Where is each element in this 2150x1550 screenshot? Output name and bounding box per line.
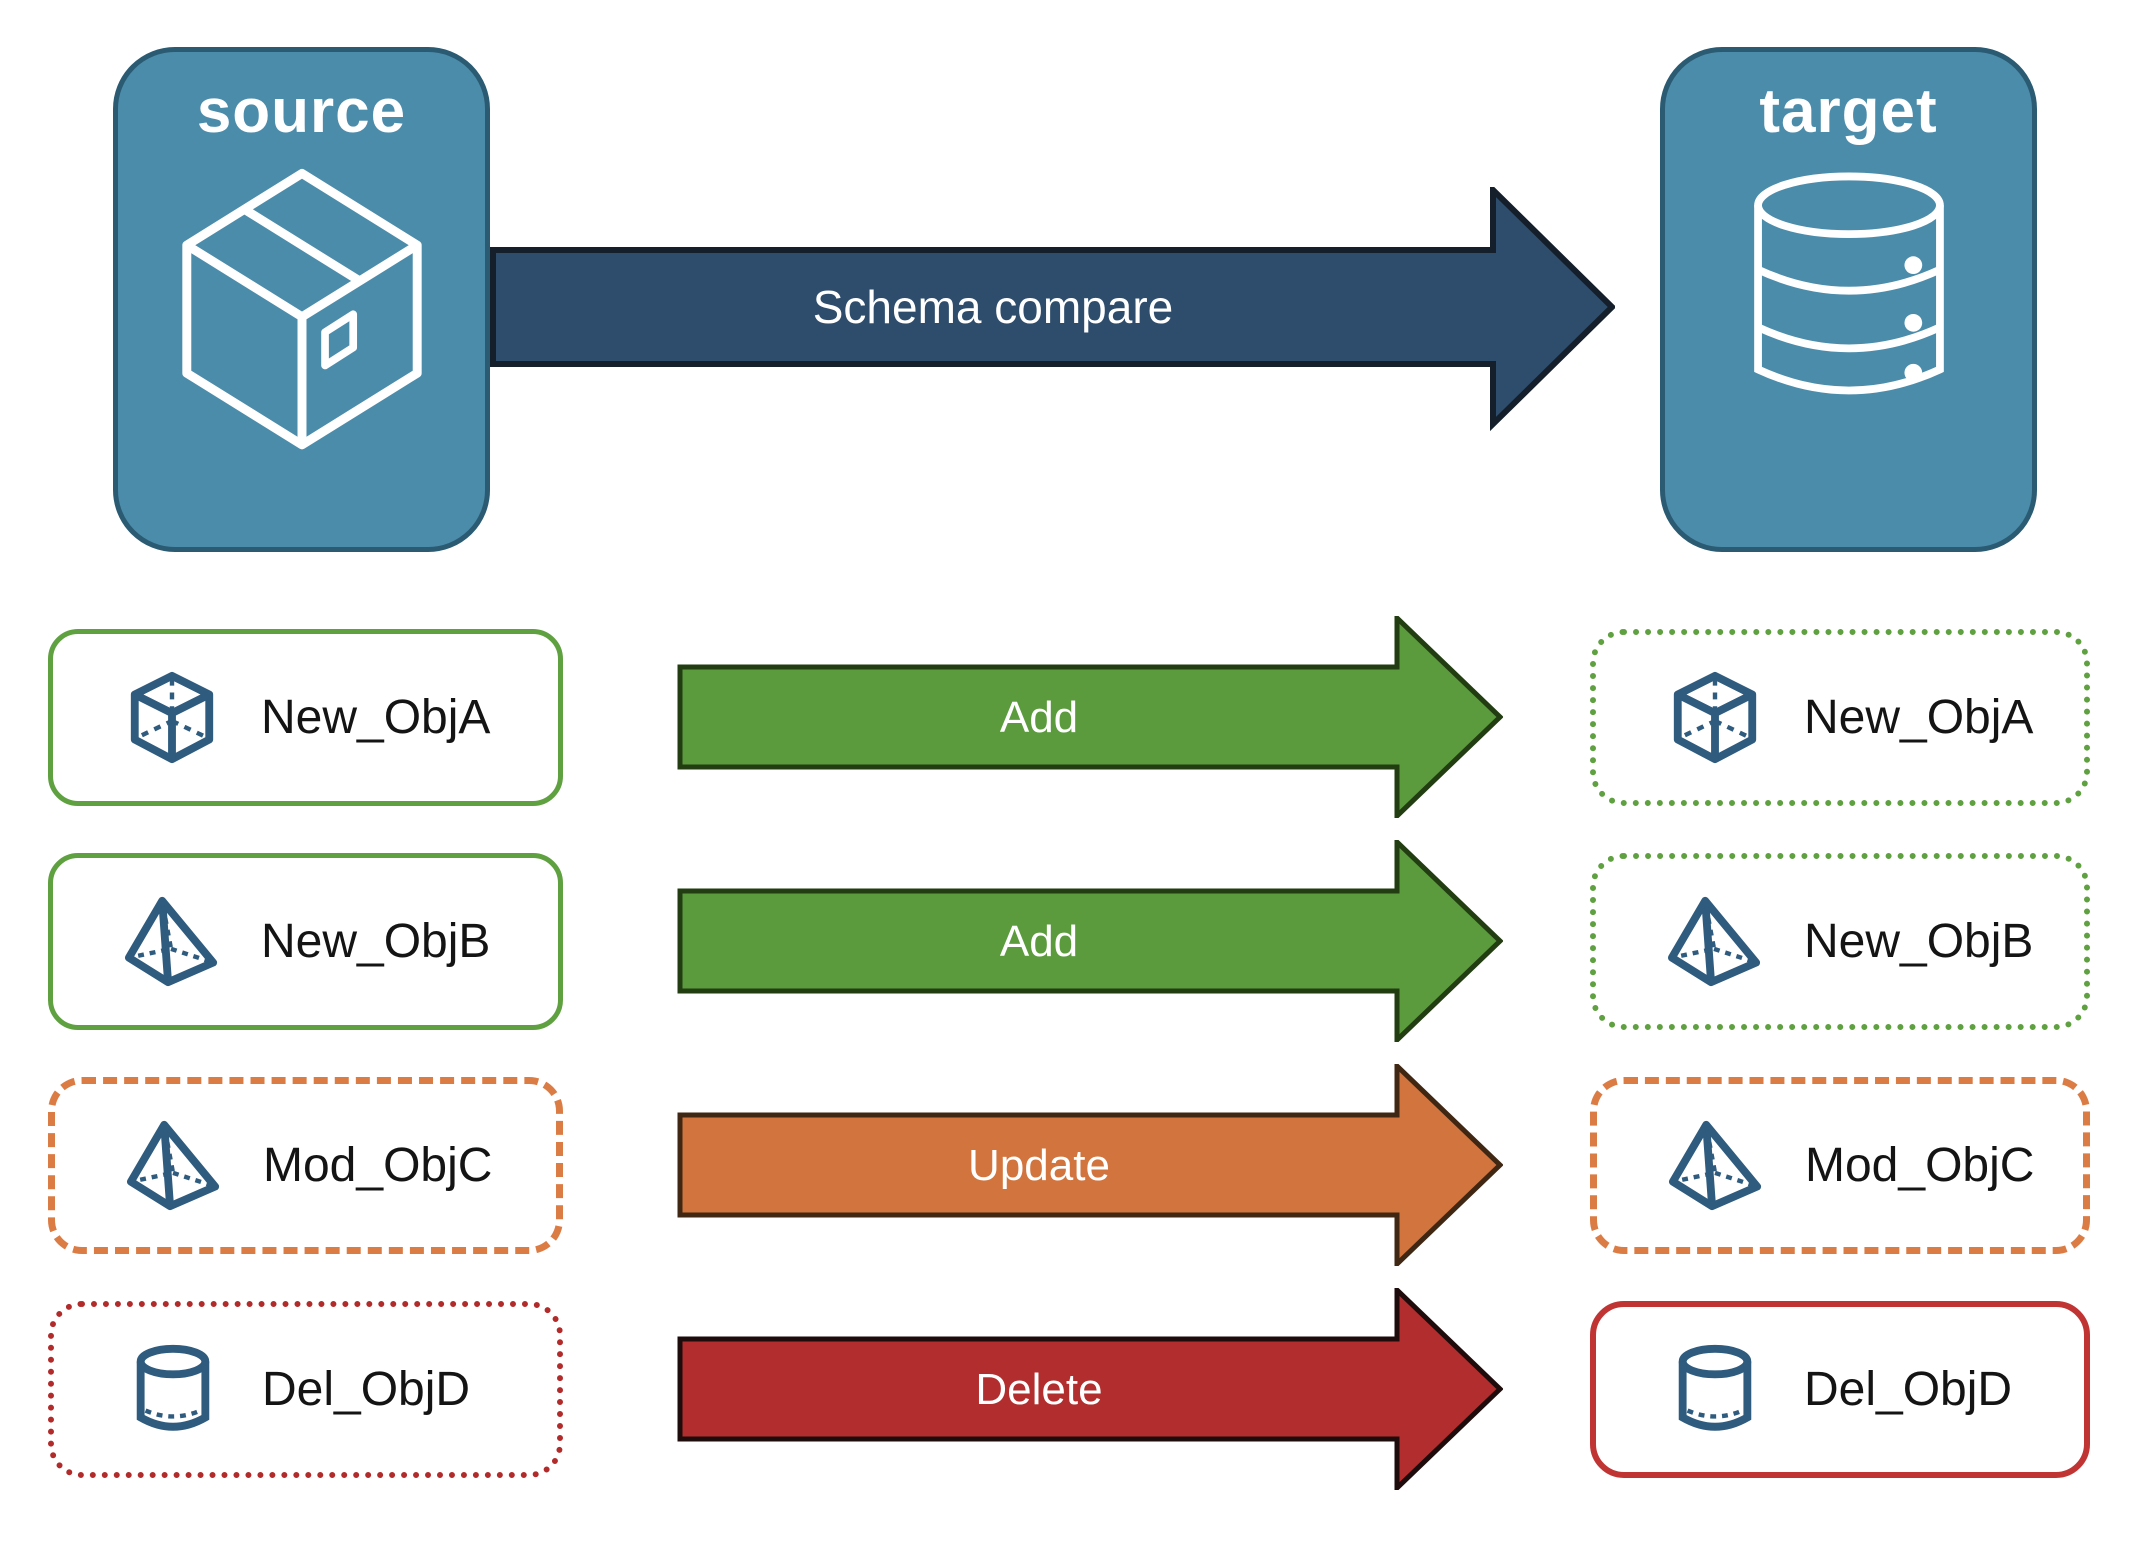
delete-arrow-label: Delete bbox=[975, 1365, 1102, 1414]
source-node: source bbox=[113, 47, 490, 552]
pyramid-icon bbox=[1667, 1117, 1765, 1215]
schema-compare-arrow-shape bbox=[490, 187, 1615, 432]
update-arrow-label: Update bbox=[968, 1141, 1110, 1190]
cube-icon bbox=[1666, 669, 1764, 767]
source-node-label: source bbox=[196, 77, 407, 146]
update-arrow-shape bbox=[677, 1064, 1503, 1266]
object-label: Del_ObjD bbox=[262, 1363, 471, 1416]
pyramid-icon bbox=[125, 1117, 223, 1215]
update-arrow: Update bbox=[677, 1064, 1503, 1266]
cube-icon bbox=[123, 669, 221, 767]
package-box-icon bbox=[174, 158, 430, 459]
add-arrow-shape bbox=[677, 616, 1503, 818]
target-object-card-mod-objc: Mod_ObjC bbox=[1590, 1077, 2090, 1254]
source-object-card-del-objd: Del_ObjD bbox=[48, 1301, 563, 1478]
target-node: target bbox=[1660, 47, 2037, 552]
object-label: New_ObjA bbox=[1804, 691, 2034, 744]
object-label: New_ObjA bbox=[261, 691, 491, 744]
object-label: Mod_ObjC bbox=[263, 1139, 493, 1192]
add-arrow-row1: Add bbox=[677, 616, 1503, 818]
schema-compare-arrow: Schema compare bbox=[490, 187, 1615, 432]
delete-arrow-shape bbox=[677, 1288, 1503, 1490]
pyramid-icon bbox=[123, 893, 221, 991]
add-arrow-row2: Add bbox=[677, 840, 1503, 1042]
add-arrow-label: Add bbox=[1000, 917, 1078, 966]
add-arrow-shape bbox=[677, 840, 1503, 1042]
delete-arrow: Delete bbox=[677, 1288, 1503, 1490]
source-object-card-mod-objc: Mod_ObjC bbox=[48, 1077, 563, 1254]
object-label: Mod_ObjC bbox=[1805, 1139, 2035, 1192]
target-object-card-del-objd: Del_ObjD bbox=[1590, 1301, 2090, 1478]
object-label: Del_ObjD bbox=[1804, 1363, 2013, 1416]
source-object-card-new-obja: New_ObjA bbox=[48, 629, 563, 806]
object-label: New_ObjB bbox=[261, 915, 491, 968]
target-object-card-new-obja: New_ObjA bbox=[1590, 629, 2090, 806]
object-label: New_ObjB bbox=[1804, 915, 2034, 968]
target-node-label: target bbox=[1759, 77, 1938, 146]
source-object-card-new-objb: New_ObjB bbox=[48, 853, 563, 1030]
pyramid-icon bbox=[1666, 893, 1764, 991]
add-arrow-label: Add bbox=[1000, 693, 1078, 742]
cylinder-icon bbox=[1666, 1341, 1764, 1439]
database-icon bbox=[1738, 172, 1960, 416]
cylinder-icon bbox=[124, 1341, 222, 1439]
schema-compare-arrow-label: Schema compare bbox=[813, 281, 1174, 333]
target-object-card-new-objb: New_ObjB bbox=[1590, 853, 2090, 1030]
